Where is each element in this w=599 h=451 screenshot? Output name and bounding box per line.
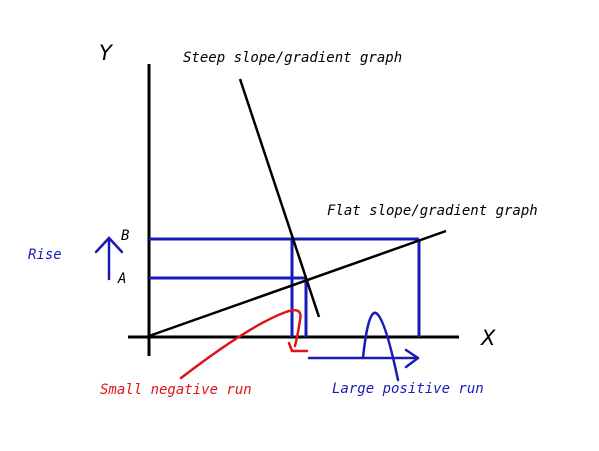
point-a-label: A <box>117 271 126 287</box>
positive-run-arrow-icon <box>307 311 420 382</box>
x-axis-label: X <box>480 326 496 350</box>
guide-lines <box>149 237 421 337</box>
flat-graph-label: Flat slope/gradient graph <box>327 203 538 219</box>
flat-graph-line <box>148 229 447 338</box>
negative-run-arrow-icon <box>179 309 309 380</box>
positive-run-label: Large positive run <box>332 381 484 397</box>
y-axis-label: Y <box>99 41 114 65</box>
point-b-label: B <box>121 228 129 244</box>
rise-arrow-icon <box>94 236 124 281</box>
rise-label: Rise <box>28 247 62 263</box>
steep-graph-label: Steep slope/gradient graph <box>183 50 402 66</box>
negative-run-label: Small negative run <box>100 382 252 398</box>
steep-graph-line <box>238 78 321 318</box>
